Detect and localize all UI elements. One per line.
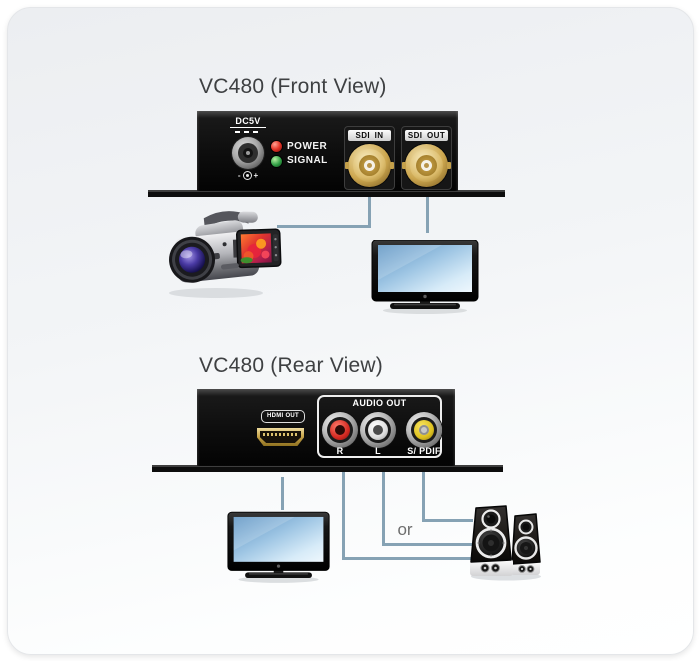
- jack-label-spdif: S/ PDIF: [407, 446, 441, 456]
- bnc-connector-icon: [345, 144, 394, 187]
- audio-out-label: AUDIO OUT: [352, 398, 407, 408]
- dc-power-jack-icon: [232, 137, 264, 169]
- audio-l-connection-line: [382, 543, 473, 546]
- rca-left-jack-icon: [360, 412, 396, 448]
- camcorder-connection-line: [368, 197, 371, 228]
- audio-r-connection-line: [342, 557, 473, 560]
- camcorder-connection-line: [277, 225, 371, 228]
- rear-view-title: VC480 (Rear View): [199, 354, 383, 377]
- polarity-center-icon: [242, 171, 252, 180]
- rear-mounting-bracket: [152, 465, 503, 472]
- sdi-out-port: SDI OUT: [401, 126, 452, 190]
- sdi-monitor-icon: [371, 240, 479, 314]
- hdmi-monitor-connection-line: [281, 477, 284, 510]
- sdi-monitor-connection-line: [426, 197, 429, 233]
- hdmi-monitor-icon: [227, 511, 330, 583]
- rear-panel: HDMI OUT AUDIO OUT R L S/ PDIF: [197, 389, 455, 466]
- speakers-icon: [470, 505, 541, 581]
- signal-led-icon: [271, 156, 282, 167]
- signal-led-label: SIGNAL: [287, 155, 328, 166]
- front-panel: DC5V - + POWER SIGNAL SDI IN SDI OUT: [197, 111, 458, 191]
- dc-symbol-dashes: [235, 131, 262, 133]
- camcorder-icon: [169, 211, 282, 298]
- hdmi-connector-icon: [257, 428, 304, 446]
- power-led-icon: [271, 141, 282, 152]
- spdif-connection-line: [422, 472, 425, 522]
- audio-l-connection-line: [382, 472, 385, 546]
- dc-power-label: DC5V: [230, 116, 266, 128]
- or-label: or: [397, 520, 413, 539]
- front-view-title: VC480 (Front View): [199, 75, 387, 98]
- polarity-minus: -: [237, 171, 241, 180]
- polarity-plus: +: [253, 171, 259, 180]
- jack-label-l: L: [375, 446, 381, 456]
- sdi-in-label: SDI IN: [348, 130, 391, 141]
- power-led-label: POWER: [287, 141, 328, 152]
- audio-r-connection-line: [342, 472, 345, 560]
- hdmi-out-label: HDMI OUT: [261, 410, 305, 423]
- front-mounting-bracket: [148, 190, 505, 197]
- sdi-in-port: SDI IN: [344, 126, 395, 190]
- spdif-connection-line: [422, 519, 473, 522]
- dc-jack-pin: [246, 151, 250, 155]
- dc-polarity-marking: - +: [230, 171, 266, 180]
- spdif-jack-icon: [406, 412, 442, 448]
- sdi-out-label: SDI OUT: [405, 130, 448, 141]
- bnc-connector-icon: [402, 144, 451, 187]
- jack-label-r: R: [336, 446, 344, 456]
- rca-right-jack-icon: [322, 412, 358, 448]
